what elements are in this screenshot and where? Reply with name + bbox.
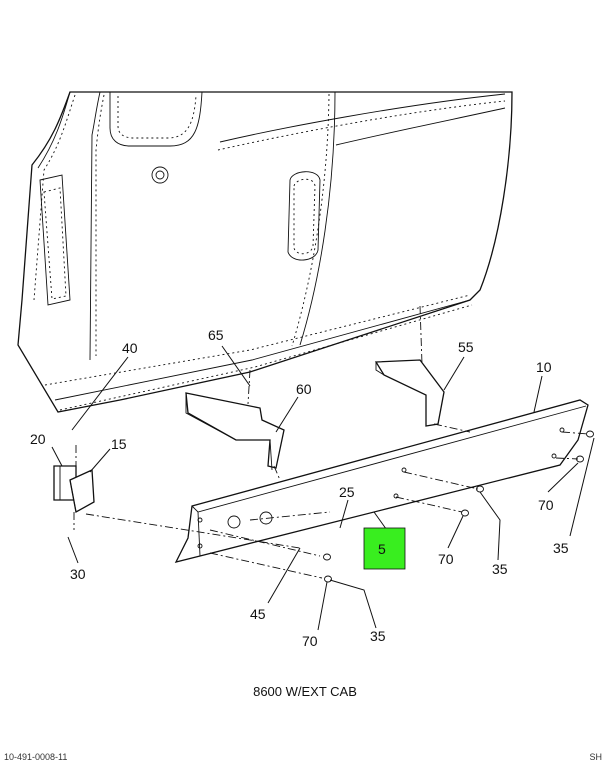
callout-20[interactable]: 20 — [30, 431, 46, 447]
assembly-lines — [73, 305, 589, 579]
callout-70-middle[interactable]: 70 — [438, 551, 454, 567]
callout-40[interactable]: 40 — [122, 340, 138, 356]
diagram-id: 10-491-0008-11 — [4, 752, 68, 762]
callout-10[interactable]: 10 — [536, 359, 552, 375]
callout-70-right[interactable]: 70 — [538, 497, 554, 513]
cab-body — [17, 91, 513, 413]
callout-labels: 65 40 55 10 60 20 15 25 5 70 35 30 70 35… — [30, 327, 569, 649]
diagram-caption: 8600 W/EXT CAB — [253, 684, 357, 699]
lower-panel-10 — [174, 399, 589, 563]
callout-45[interactable]: 45 — [250, 606, 266, 622]
callout-highlight — [363, 527, 406, 570]
callout-5[interactable]: 5 — [378, 541, 386, 557]
callout-65[interactable]: 65 — [208, 327, 224, 343]
callout-35-bottom[interactable]: 35 — [370, 628, 386, 644]
sheet-mark: SH — [589, 752, 602, 762]
bracket-60 — [185, 392, 285, 471]
callout-55[interactable]: 55 — [458, 339, 474, 355]
callout-15[interactable]: 15 — [111, 436, 127, 452]
callout-60[interactable]: 60 — [296, 381, 312, 397]
bracket-55 — [374, 359, 445, 427]
callout-30[interactable]: 30 — [70, 566, 86, 582]
callout-35-middle[interactable]: 35 — [492, 561, 508, 577]
bracket-15 — [69, 469, 95, 514]
callout-70-bottom[interactable]: 70 — [302, 633, 318, 649]
bracket-20 — [53, 465, 77, 501]
callout-25[interactable]: 25 — [339, 484, 355, 500]
callout-35-right[interactable]: 35 — [553, 540, 569, 556]
